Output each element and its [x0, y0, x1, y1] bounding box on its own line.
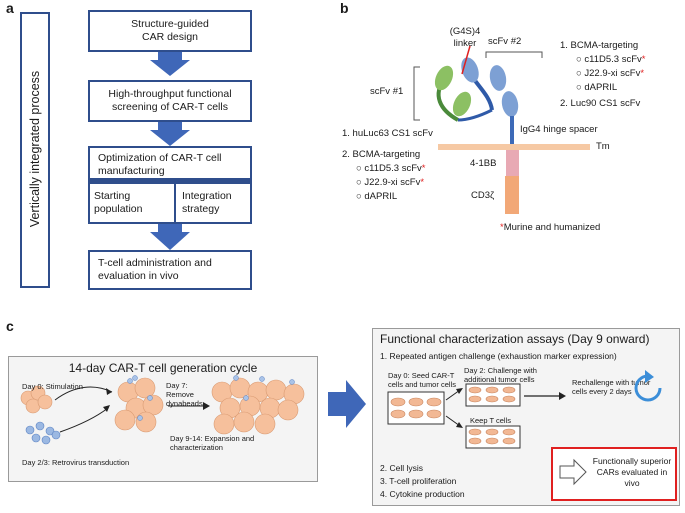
expanded-bead-markers: [233, 375, 295, 401]
left-list-item2: 2. BCMA-targeting: [342, 149, 421, 160]
right-sub-3: ○ dAPRIL: [576, 82, 618, 93]
outcome-arrow-icon: [559, 458, 587, 486]
right-sub-1: ○ c11D5.3 scFv*: [576, 54, 646, 65]
linker-pointer: [461, 45, 471, 75]
assay-item3: 3. T-cell proliferation: [380, 476, 457, 486]
step-high-throughput-screening: High-throughput functional screening of …: [88, 80, 252, 122]
seed-label: Day 0: Seed CAR-T cells and tumor cells: [388, 371, 456, 389]
step-in-vivo-evaluation: T-cell administration and evaluation in …: [88, 250, 252, 290]
panel-a-arrows: [150, 52, 190, 250]
scfv1-bracket: [413, 66, 420, 121]
left-sub-1: ○ c11D5.3 scFv*: [356, 163, 426, 174]
right-list-item1: 1. BCMA-targeting: [560, 40, 639, 51]
green-domain-2: [452, 91, 472, 117]
sub-step-integration-strategy: Integration strategy: [182, 190, 232, 215]
repeat-cycle-icon: [634, 374, 662, 402]
panel-a-letter: a: [6, 0, 14, 16]
green-domain-1: [434, 65, 454, 91]
day7-label: Day 7: Remove dynabeads: [166, 381, 203, 408]
bead-markers: [127, 375, 153, 421]
day0-cells: [20, 385, 53, 414]
assay-item4: 4. Cytokine production: [380, 489, 465, 499]
step-structure-guided-design: Structure-guided CAR design: [88, 10, 252, 52]
down-arrow-1: [150, 52, 190, 76]
assay-title: Functional characterization assays (Day …: [380, 332, 650, 346]
left-list-item1: 1. huLuc63 CS1 scFv: [342, 128, 433, 139]
scfv2-bracket: [485, 51, 543, 58]
challenge-label: Day 2: Challenge with additional tumor c…: [464, 366, 537, 384]
assay-item1: 1. Repeated antigen challenge (exhaustio…: [380, 351, 617, 361]
fourbb-label: 4-1BB: [470, 158, 497, 169]
manufacturing-title: Optimization of CAR-T cell manufacturing: [98, 152, 222, 177]
right-list-item2: 2. Luc90 CS1 scFv: [560, 98, 641, 109]
blue-domain-2: [489, 65, 507, 91]
panel-b-letter: b: [340, 0, 349, 16]
panel-c-transition-arrow: [328, 380, 366, 428]
outcome-label: Functionally superior CARs evaluated in …: [592, 456, 672, 488]
blue-domain-3: [501, 91, 519, 117]
left-sub-3: ○ dAPRIL: [356, 191, 398, 202]
scfv2-label: scFv #2: [488, 36, 522, 47]
left-sub-2: ○ J22.9-xi scFv*: [356, 177, 425, 188]
panel-c-letter: c: [6, 318, 14, 334]
vertical-process-box: [20, 12, 50, 288]
transduced-cells: [114, 377, 164, 433]
expanded-cells: [211, 377, 305, 435]
cd3z-domain: [505, 176, 519, 214]
footnote: *Murine and humanized: [500, 222, 601, 233]
generation-cycle-title: 14-day CAR-T cell generation cycle: [68, 361, 258, 375]
hinge-label: IgG4 hinge spacer: [520, 124, 598, 135]
day914-label: Day 9-14: Expansion and characterization: [170, 434, 255, 452]
rechallenge-label: Rechallenge with tumor cells every 2 day…: [572, 378, 651, 396]
tm-label: Tm: [596, 141, 610, 152]
down-arrow-3: [150, 224, 190, 250]
fourbb-domain: [506, 150, 519, 176]
seed-plate: [387, 391, 445, 425]
linker-label: (G4S)4 linker: [449, 26, 481, 49]
sub-step-starting-population: Starting population: [94, 190, 143, 215]
cd3z-label: CD3ζ: [471, 190, 495, 201]
tm-membrane: [438, 144, 590, 150]
manufacturing-sub-divider: [174, 184, 176, 224]
day23-label: Day 2/3: Retrovirus transduction: [22, 458, 130, 467]
connector-chain: [457, 108, 493, 122]
day0-label: Day 0: Stimulation: [22, 382, 83, 391]
car-construct-diagram: [413, 45, 590, 214]
retrovirus-particles: [25, 421, 61, 445]
manufacturing-divider-bar: [90, 178, 250, 184]
step-manufacturing-optimization: Optimization of CAR-T cell manufacturing…: [88, 146, 252, 224]
down-arrow-2: [150, 122, 190, 146]
assay-item2: 2. Cell lysis: [380, 463, 423, 473]
keep-t-cells-label: Keep T cells: [470, 416, 511, 425]
transduction-arrow: [59, 407, 109, 433]
scfv1-label: scFv #1: [370, 86, 404, 97]
right-sub-2: ○ J22.9-xi scFv*: [576, 68, 645, 79]
